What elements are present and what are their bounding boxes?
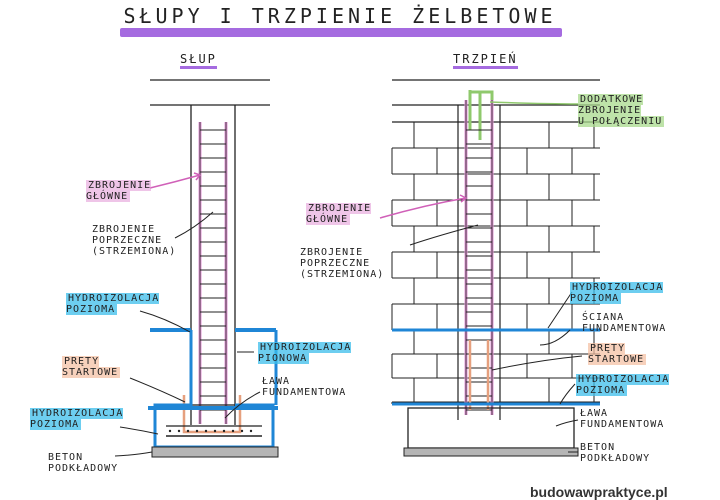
label-horizontal-waterproofing-top: HYDROIZOLACJA POZIOMA [66,293,160,315]
label-foundation-wall: ŚCIANA FUNDAMENTOWA [582,312,667,334]
rebar-dot [195,429,199,433]
rebar-dot [240,429,244,433]
rebar-dot [168,429,172,433]
label-horizontal-waterproofing-bottom: HYDROIZOLACJA POZIOMA [30,408,124,430]
label-stirrups-right: ZBROJENIE POPRZECZNE (STRZEMIONA) [300,247,385,280]
right-heading: TRZPIEŃ [453,52,518,69]
label-lean-concrete: BETON PODKŁADOWY [48,452,119,474]
label-horizontal-waterproofing-top-right: HYDROIZOLACJA POZIOMA [570,282,664,304]
label-main-reinforcement-right: ZBROJENIE GŁÓWNE [306,203,372,225]
label-footing: ŁAWA FUNDAMENTOWA [262,376,347,398]
rebar-dot [204,429,208,433]
rebar-dot [213,429,217,433]
rebar-dot [249,429,253,433]
column-diagram [114,79,279,458]
title-underline [120,28,562,37]
label-starter-bars: PRĘTY STARTOWE [62,356,121,378]
label-horizontal-waterproofing-bottom-right: HYDROIZOLACJA POZIOMA [576,374,670,396]
label-stirrups: ZBROJENIE POPRZECZNE (STRZEMIONA) [92,224,177,257]
label-footing-right: ŁAWA FUNDAMENTOWA [580,408,665,430]
page-title: SŁUPY I TRZPIENIE ŻELBETOWE [123,4,557,28]
watermark: budowawpraktyce.pl [530,484,668,500]
rebar-dot [177,429,181,433]
label-additional-reinforcement: DODATKOWE ZBROJENIE U POŁĄCZENIU [578,94,665,127]
rebar-dot [231,429,235,433]
label-main-reinforcement: ZBROJENIE GŁÓWNE [86,180,152,202]
left-heading: SŁUP [180,52,217,69]
rebar-dot [186,429,190,433]
label-lean-concrete-right: BETON PODKŁADOWY [580,442,651,464]
label-vertical-waterproofing: HYDROIZOLACJA PIONOWA [258,342,352,364]
rebar-dot [222,429,226,433]
core-diagram [379,79,600,457]
label-starter-bars-right: PRĘTY STARTOWE [588,343,647,365]
